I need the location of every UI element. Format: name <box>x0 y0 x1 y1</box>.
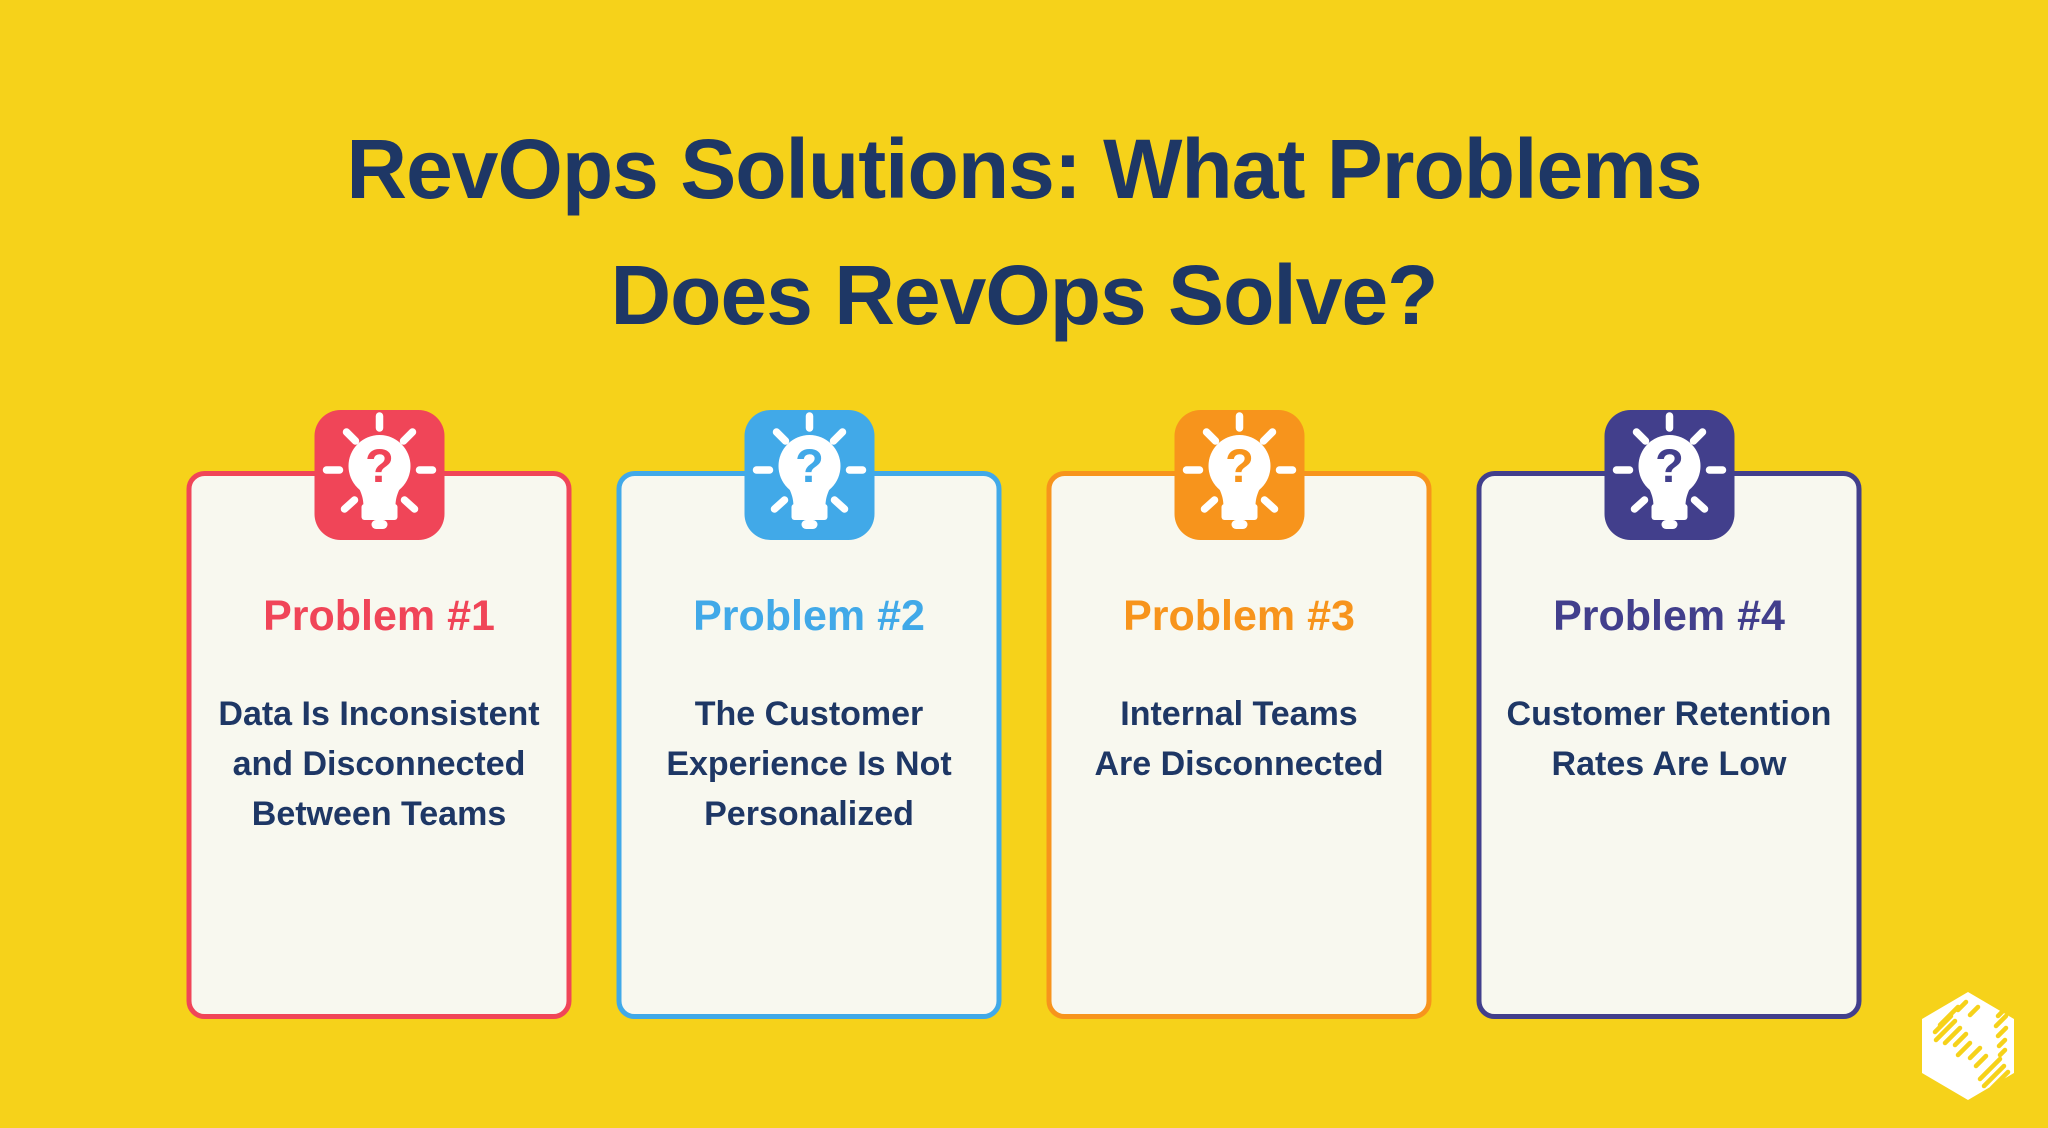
card-body: The Customer Experience Is Not Personali… <box>666 695 952 834</box>
card-heading: Problem #1 <box>263 592 495 641</box>
card-body: Internal Teams Are Disconnected <box>1094 695 1384 784</box>
card-body: Customer Retention Rates Are Low <box>1506 695 1832 784</box>
lightbulb-question-icon: ? <box>1174 410 1304 541</box>
hexagon-stripes-logo <box>1922 992 2014 1101</box>
question-mark-glyph: ? <box>1225 439 1254 492</box>
card-problem-1: ? Problem #1 Data Is Inconsistent and Di… <box>186 410 572 1020</box>
lightbulb-question-icon: ? <box>744 410 874 541</box>
card-heading: Problem #2 <box>693 592 925 641</box>
card-body: Data Is Inconsistent and Disconnected Be… <box>218 695 540 834</box>
card-problem-4: ? Problem #4 Customer Retention Rates Ar… <box>1476 410 1862 1020</box>
question-mark-glyph: ? <box>795 439 824 492</box>
lightbulb-question-icon: ? <box>1604 410 1734 541</box>
card-heading: Problem #4 <box>1553 592 1785 641</box>
card-problem-3: ? Problem #3 Internal Teams Are Disconne… <box>1046 410 1432 1020</box>
card-heading: Problem #3 <box>1123 592 1355 641</box>
page-title: RevOps Solutions: What Problems Does Rev… <box>346 122 1702 343</box>
cards-row: ? Problem #1 Data Is Inconsistent and Di… <box>186 410 1862 1020</box>
infographic-page: { "colors": { "bg_yellow": "#F6D21A", "n… <box>0 56 2048 1128</box>
question-mark-glyph: ? <box>1655 439 1684 492</box>
lightbulb-question-icon: ? <box>314 410 444 541</box>
question-mark-glyph: ? <box>365 439 394 492</box>
card-problem-2: ? Problem #2 The Customer Experience Is … <box>616 410 1002 1020</box>
